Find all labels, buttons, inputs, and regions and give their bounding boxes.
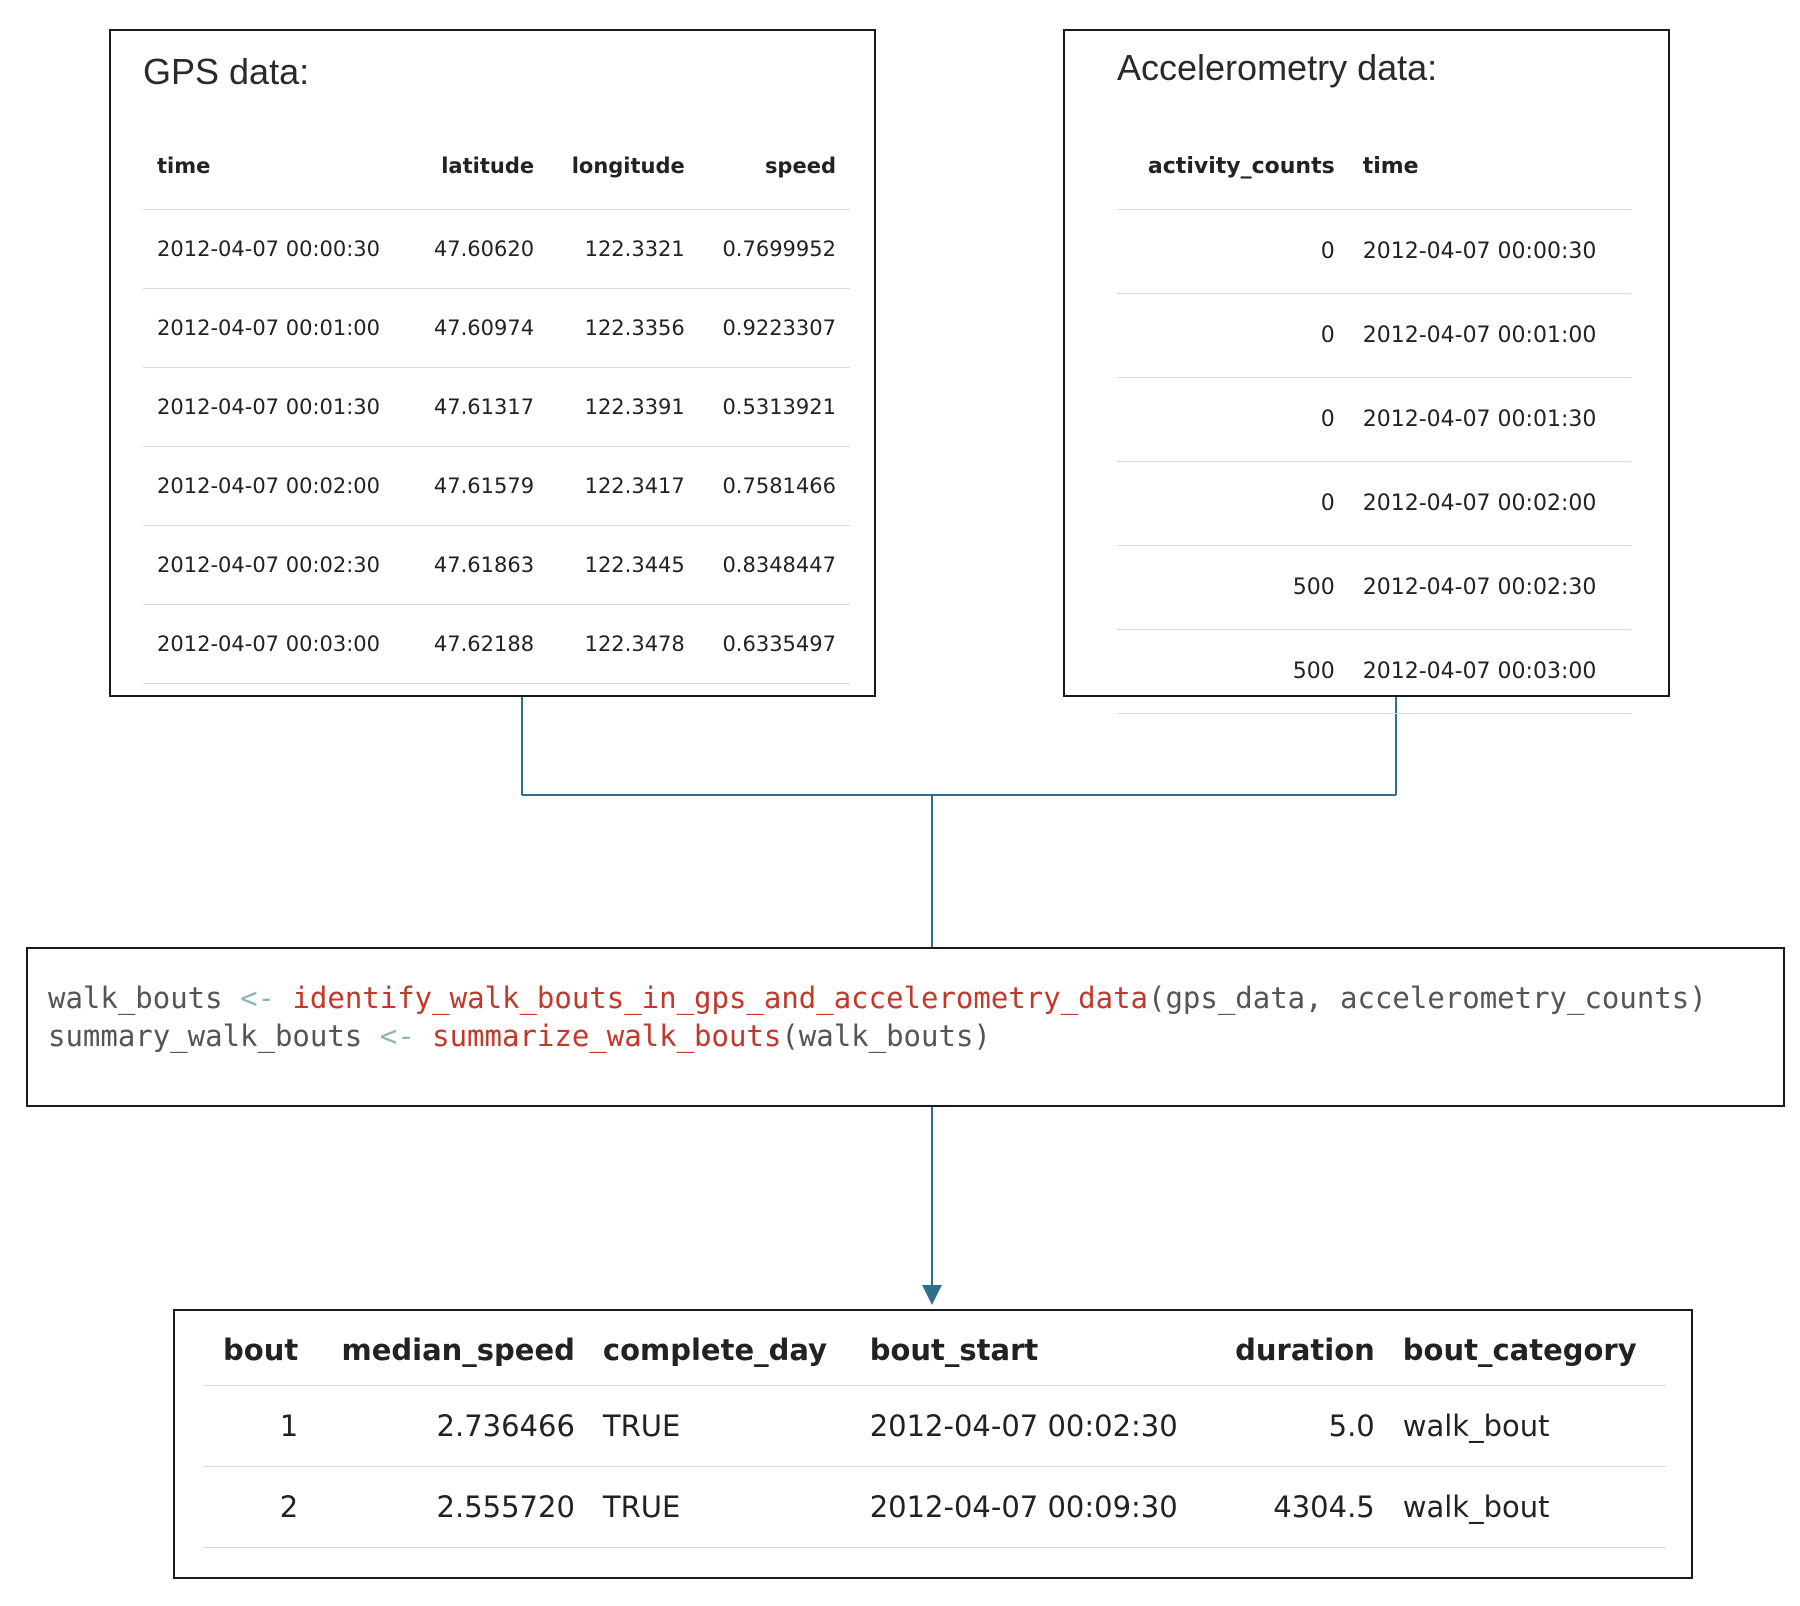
function-name: summarize_walk_bouts bbox=[432, 1019, 782, 1053]
table-cell: 2012-04-07 00:02:30 bbox=[143, 525, 412, 605]
column-header: latitude bbox=[411, 123, 549, 210]
output-summary-panel: bout median_speed complete_day bout_star… bbox=[173, 1309, 1693, 1579]
table-cell: 0 bbox=[1117, 293, 1349, 378]
table-cell: 4304.5 bbox=[1211, 1466, 1389, 1548]
table-cell: 2012-04-07 00:01:00 bbox=[143, 288, 412, 368]
table-row: 500 2012-04-07 00:02:30 bbox=[1117, 545, 1631, 630]
code-variable: summary_walk_bouts bbox=[48, 1019, 363, 1053]
table-cell: walk_bout bbox=[1388, 1466, 1666, 1548]
function-args: (gps_data, accelerometry_counts) bbox=[1147, 981, 1707, 1015]
code-panel: walk_bouts <- identify_walk_bouts_in_gps… bbox=[26, 947, 1785, 1107]
column-header: median_speed bbox=[312, 1315, 589, 1386]
table-header-row: bout median_speed complete_day bout_star… bbox=[203, 1315, 1666, 1386]
table-cell: 122.3417 bbox=[548, 446, 699, 526]
table-cell: 2012-04-07 00:09:30 bbox=[855, 1466, 1212, 1548]
table-cell: 2012-04-07 00:01:30 bbox=[1348, 377, 1631, 462]
column-header: complete_day bbox=[588, 1315, 856, 1386]
table-cell: TRUE bbox=[588, 1466, 856, 1548]
table-cell: 122.3445 bbox=[548, 525, 699, 605]
column-header: speed bbox=[698, 123, 850, 210]
table-cell: 47.60974 bbox=[411, 288, 549, 368]
table-cell: 2012-04-07 00:02:30 bbox=[855, 1385, 1212, 1467]
table-cell: 0.5313921 bbox=[698, 367, 850, 447]
accelerometry-data-table: activity_counts time 0 2012-04-07 00:00:… bbox=[1117, 123, 1631, 714]
table-cell: 2.736466 bbox=[312, 1385, 589, 1467]
code-block: walk_bouts <- identify_walk_bouts_in_gps… bbox=[48, 979, 1707, 1055]
table-cell: 47.61317 bbox=[411, 367, 549, 447]
table-row: 2 2.555720 TRUE 2012-04-07 00:09:30 4304… bbox=[203, 1466, 1666, 1548]
table-row: 2012-04-07 00:03:00 47.62188 122.3478 0.… bbox=[143, 604, 850, 684]
assign-operator: <- bbox=[379, 1019, 415, 1053]
table-cell: 0.7699952 bbox=[698, 209, 850, 289]
table-row: 2012-04-07 00:01:00 47.60974 122.3356 0.… bbox=[143, 288, 850, 368]
table-cell: 0.7581466 bbox=[698, 446, 850, 526]
accelerometry-data-title: Accelerometry data: bbox=[1117, 47, 1438, 88]
table-row: 2012-04-07 00:02:00 47.61579 122.3417 0.… bbox=[143, 446, 850, 526]
table-cell: 0.9223307 bbox=[698, 288, 850, 368]
table-cell: 2012-04-07 00:00:30 bbox=[143, 209, 412, 289]
column-header: bout_category bbox=[1388, 1315, 1666, 1386]
table-row: 500 2012-04-07 00:03:00 bbox=[1117, 629, 1631, 714]
accelerometry-data-panel: Accelerometry data: activity_counts time… bbox=[1063, 29, 1670, 714]
table-header-row: activity_counts time bbox=[1117, 123, 1631, 210]
table-row: 0 2012-04-07 00:00:30 bbox=[1117, 209, 1631, 294]
column-header: duration bbox=[1211, 1315, 1389, 1386]
column-header: activity_counts bbox=[1117, 123, 1349, 210]
summary-walk-bouts-table: bout median_speed complete_day bout_star… bbox=[203, 1315, 1666, 1548]
table-cell: 0 bbox=[1117, 461, 1349, 546]
table-cell: 0.8348447 bbox=[698, 525, 850, 605]
table-cell: 500 bbox=[1117, 545, 1349, 630]
table-cell: 2012-04-07 00:00:30 bbox=[1348, 209, 1631, 294]
table-row: 2012-04-07 00:02:30 47.61863 122.3445 0.… bbox=[143, 525, 850, 605]
function-name: identify_walk_bouts_in_gps_and_accelerom… bbox=[292, 981, 1148, 1015]
table-cell: 1 bbox=[203, 1385, 313, 1467]
column-header: longitude bbox=[548, 123, 699, 210]
table-cell: 500 bbox=[1117, 629, 1349, 714]
column-header: time bbox=[1348, 123, 1631, 210]
gps-data-table: time latitude longitude speed 2012-04-07… bbox=[143, 123, 850, 684]
arrowhead-icon bbox=[922, 1285, 942, 1305]
table-cell: 0 bbox=[1117, 209, 1349, 294]
table-cell: 122.3391 bbox=[548, 367, 699, 447]
table-cell: 47.60620 bbox=[411, 209, 549, 289]
table-header-row: time latitude longitude speed bbox=[143, 123, 850, 210]
column-header: bout bbox=[203, 1315, 313, 1386]
assign-operator: <- bbox=[240, 981, 275, 1015]
table-cell: 47.61863 bbox=[411, 525, 549, 605]
table-cell: 122.3356 bbox=[548, 288, 699, 368]
table-cell: 2012-04-07 00:01:30 bbox=[143, 367, 412, 447]
table-cell: 5.0 bbox=[1211, 1385, 1389, 1467]
table-row: 1 2.736466 TRUE 2012-04-07 00:02:30 5.0 … bbox=[203, 1385, 1666, 1467]
column-header: bout_start bbox=[855, 1315, 1212, 1386]
gps-data-title: GPS data: bbox=[143, 51, 310, 92]
table-cell: 2.555720 bbox=[312, 1466, 589, 1548]
table-cell: 2012-04-07 00:02:00 bbox=[1348, 461, 1631, 546]
table-cell: 2012-04-07 00:01:00 bbox=[1348, 293, 1631, 378]
table-row: 0 2012-04-07 00:02:00 bbox=[1117, 461, 1631, 546]
table-cell: 0 bbox=[1117, 377, 1349, 462]
table-cell: 47.62188 bbox=[411, 604, 549, 684]
gps-data-panel: GPS data: time latitude longitude speed … bbox=[109, 29, 876, 697]
table-cell: 0.6335497 bbox=[698, 604, 850, 684]
table-row: 0 2012-04-07 00:01:30 bbox=[1117, 377, 1631, 462]
table-cell: 2012-04-07 00:02:30 bbox=[1348, 545, 1631, 630]
table-row: 0 2012-04-07 00:01:00 bbox=[1117, 293, 1631, 378]
table-cell: 2012-04-07 00:03:00 bbox=[1348, 629, 1631, 714]
table-cell: walk_bout bbox=[1388, 1385, 1666, 1467]
table-cell: 47.61579 bbox=[411, 446, 549, 526]
code-variable: walk_bouts bbox=[48, 981, 223, 1015]
table-cell: 2012-04-07 00:02:00 bbox=[143, 446, 412, 526]
table-row: 2012-04-07 00:00:30 47.60620 122.3321 0.… bbox=[143, 209, 850, 289]
table-row: 2012-04-07 00:01:30 47.61317 122.3391 0.… bbox=[143, 367, 850, 447]
table-cell: 122.3321 bbox=[548, 209, 699, 289]
table-cell: 2 bbox=[203, 1466, 313, 1548]
table-cell: 122.3478 bbox=[548, 604, 699, 684]
table-cell: 2012-04-07 00:03:00 bbox=[143, 604, 412, 684]
function-args: (walk_bouts) bbox=[781, 1019, 991, 1053]
table-cell: TRUE bbox=[588, 1385, 856, 1467]
column-header: time bbox=[143, 123, 412, 210]
